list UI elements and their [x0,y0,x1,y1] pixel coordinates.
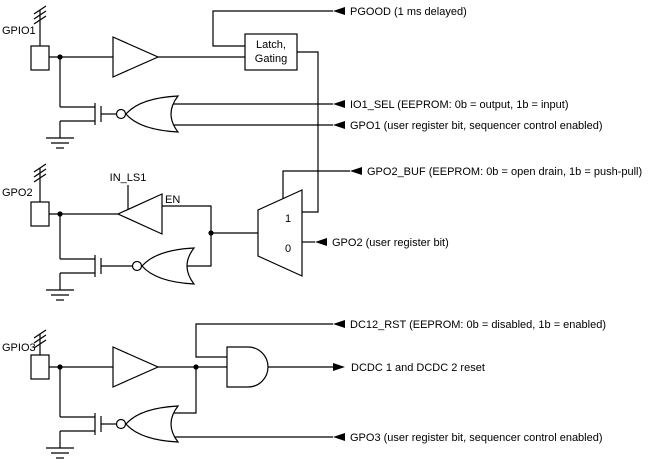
latch-label-line2: Gating [255,53,287,65]
gpo2-section: GPO2 IN_LS1 EN 1 0 GPO2_BUF (EEPROM: 0b … [2,163,642,301]
mux-input-1-label: 1 [285,213,291,225]
ground-symbol [46,447,74,459]
hatch-tick [33,163,47,173]
input-buffer-symbol [112,36,160,78]
mux-symbol [257,189,303,277]
hatch-tick [33,334,47,344]
mux-input-0-label: 0 [285,243,291,255]
signal-dc12-rst-label: DC12_RST (EEPROM: 0b = disabled, 1b = en… [350,319,606,331]
junction-dot [208,230,214,236]
en-label: EN [165,194,180,206]
nor-gate-symbol [141,247,196,285]
gpio1-pin-label: GPIO1 [2,25,36,37]
arrowhead-left-icon [315,238,327,246]
gpio3-pin-label: GPIO3 [2,342,36,354]
output-buffer-symbol [116,193,163,235]
hatch-tick [33,173,47,183]
gpo2-pin-label: GPO2 [2,187,33,199]
signal-io1-sel-label: IO1_SEL (EEPROM: 0b = output, 1b = input… [350,99,569,111]
gpo2-buf-wire [282,170,350,199]
latch-to-mux-wire [297,51,319,213]
arrowhead-left-icon [333,121,345,129]
in-ls1-label: IN_LS1 [110,172,147,184]
pin-terminal-box [30,201,50,227]
junction-dot [57,211,63,217]
hatch-tick [33,5,47,15]
pgood-wire [212,10,333,47]
junction-dot [57,364,63,370]
arrowhead-left-icon [333,100,345,108]
and-gate-symbol [226,346,269,388]
hatch-tick [33,10,47,20]
nor-top-input-wire [174,367,197,414]
latch-gating-box [244,33,298,71]
arrowhead-left-icon [350,167,362,175]
inverter-bubble-icon [115,108,127,120]
inverter-bubble-icon [131,260,143,272]
hatch-tick [33,15,47,25]
pin-terminal-box [30,354,50,380]
gpio3-section: GPIO3 DC12_RST (EEPROM: 0b = disabled, 1… [2,319,606,459]
hatch-tick [33,329,47,339]
latch-label-line1: Latch, [256,39,286,51]
arrowhead-left-icon [333,433,345,441]
input-buffer-symbol [112,346,160,388]
junction-dot [193,364,199,370]
signal-pgood-label: PGOOD (1 ms delayed) [350,6,467,18]
pin-terminal-box [30,45,50,71]
en-nor-wire [162,205,212,267]
ground-symbol [46,137,74,149]
signal-gpo3-label: GPO3 (user register bit, sequencer contr… [350,432,603,444]
junction-dot [57,54,63,60]
ground-symbol [46,289,74,301]
hatch-tick [33,168,47,178]
signal-dcdc-reset-label: DCDC 1 and DCDC 2 reset [351,362,485,374]
nor-gate-symbol [125,405,180,443]
nor-gate-symbol [125,95,180,133]
hatch-tick [33,339,47,349]
dc12-rst-wire [195,323,333,358]
gpio1-section: GPIO1 Latch, Gating PGOOD (1 ms delayed)… [2,5,603,213]
signal-gpo1-label: GPO1 (user register bit, sequencer contr… [350,120,603,132]
arrowhead-right-icon [333,363,345,371]
arrowhead-left-icon [333,7,345,15]
arrowhead-left-icon [333,320,345,328]
signal-gpo2-buf-label: GPO2_BUF (EEPROM: 0b = open drain, 1b = … [367,166,642,178]
inverter-bubble-icon [115,418,127,430]
signal-gpo2-label: GPO2 (user register bit) [332,237,449,249]
